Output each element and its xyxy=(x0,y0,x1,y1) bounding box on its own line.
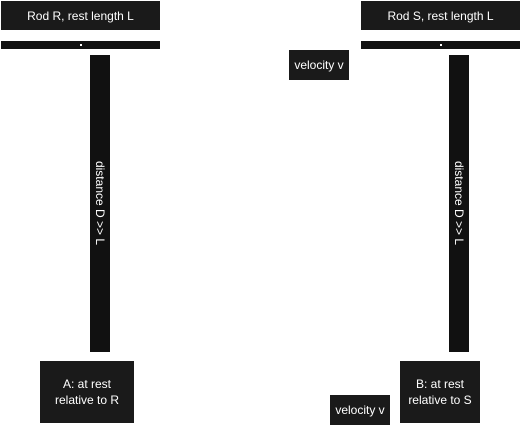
rod-s-center-dot xyxy=(439,44,442,46)
distance-bar-s: distance D >> L xyxy=(449,55,469,352)
rod-r-title: Rod R, rest length L xyxy=(1,1,160,30)
rod-r-center-dot xyxy=(79,44,82,46)
distance-label-r: distance D >> L xyxy=(93,160,107,246)
rod-s-title-text: Rod S, rest length L xyxy=(387,8,494,23)
distance-bar-r: distance D >> L xyxy=(90,55,110,352)
rod-r xyxy=(1,41,160,49)
rod-s xyxy=(361,41,520,49)
distance-label-s: distance D >> L xyxy=(452,160,466,246)
observer-a: A: at rest relative to R xyxy=(40,361,134,423)
rod-r-title-text: Rod R, rest length L xyxy=(27,8,134,23)
rod-s-title: Rod S, rest length L xyxy=(361,1,520,30)
velocity-top-text: velocity v xyxy=(294,58,344,72)
observer-a-label: A: at rest relative to R xyxy=(54,377,120,407)
observer-b: B: at rest relative to S xyxy=(400,361,480,423)
velocity-label-top: velocity v xyxy=(289,50,349,80)
velocity-label-bottom: velocity v xyxy=(330,395,390,425)
velocity-bottom-text: velocity v xyxy=(335,403,385,417)
observer-b-label: B: at rest relative to S xyxy=(408,377,472,407)
